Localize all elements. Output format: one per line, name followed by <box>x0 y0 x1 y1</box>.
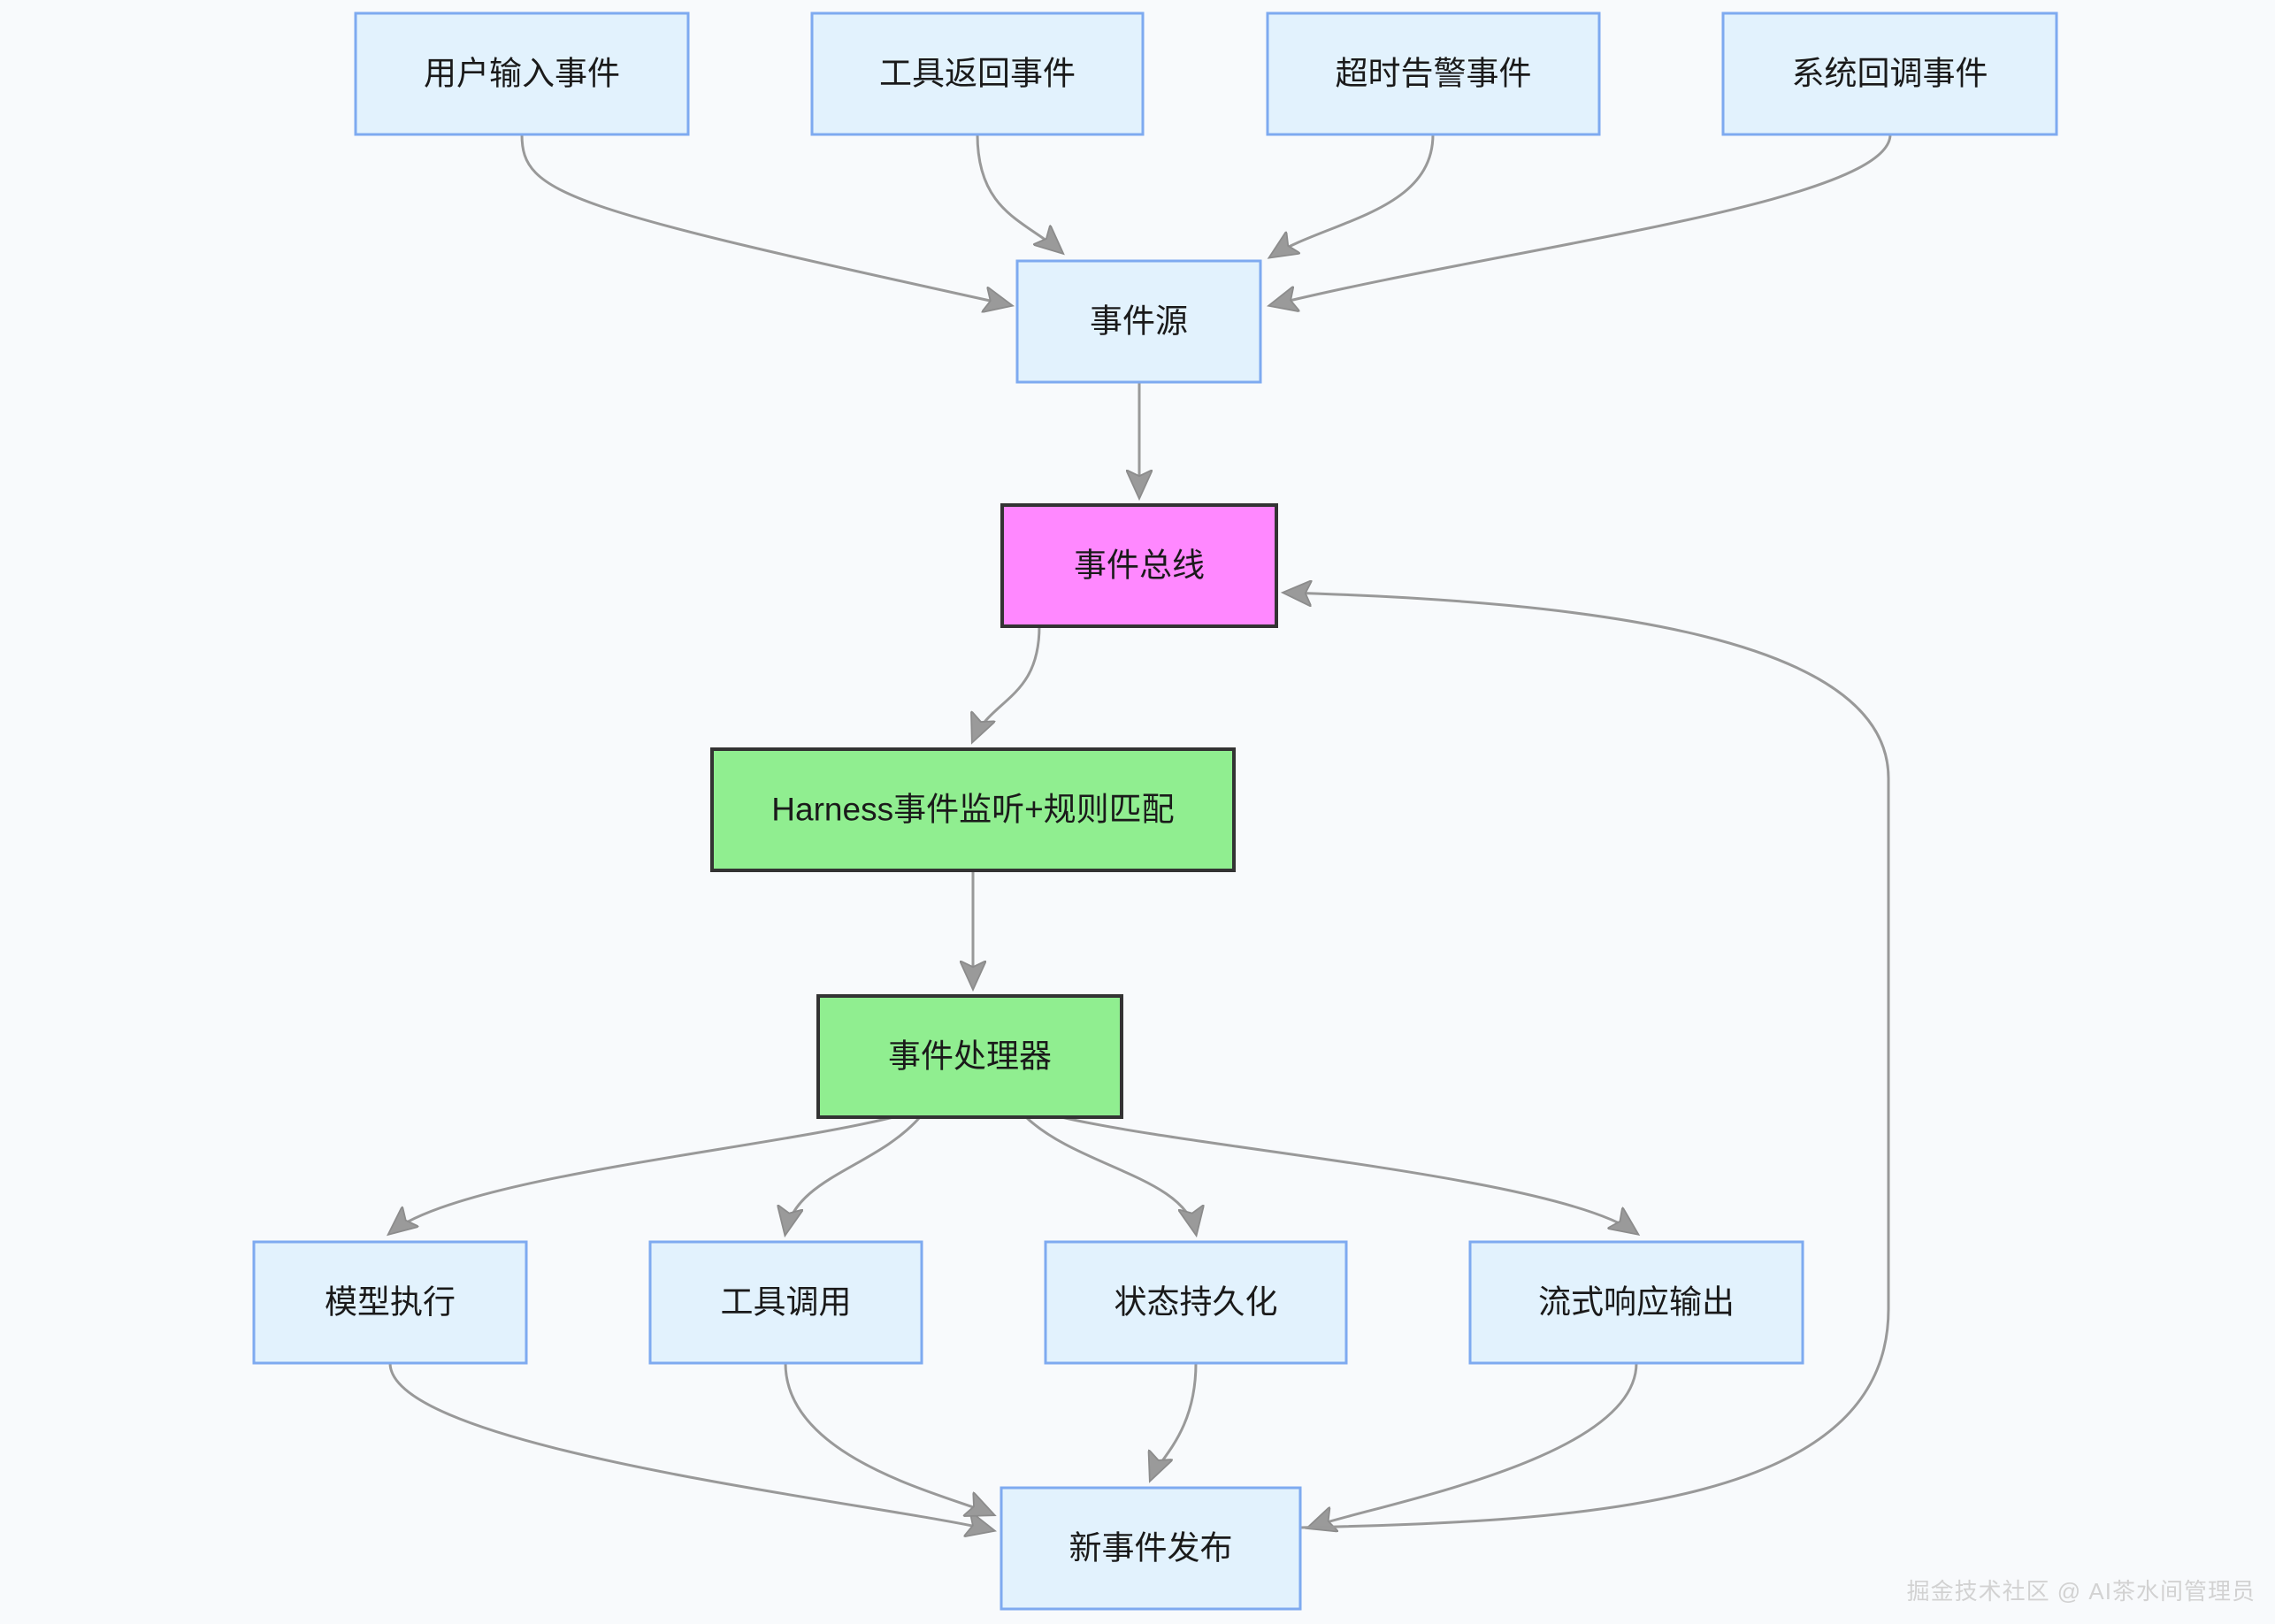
node-timeout_warn[interactable]: 超时告警事件 <box>1266 11 1601 136</box>
node-label-tool_call: 工具调用 <box>721 1283 852 1320</box>
node-event_bus[interactable]: 事件总线 <box>1000 503 1278 628</box>
edge-processor-to-stream_out <box>1061 1115 1636 1233</box>
node-state_persist[interactable]: 状态持久化 <box>1044 1240 1348 1365</box>
edge-timeout_warn-to-event_source <box>1271 134 1435 257</box>
node-label-harness: Harness事件监听+规则匹配 <box>771 791 1174 827</box>
node-box-user_input[interactable] <box>354 11 690 136</box>
edge-model_exec-to-new_event <box>388 1362 992 1530</box>
node-box-event_source[interactable] <box>1015 259 1262 384</box>
node-label-model_exec: 模型执行 <box>325 1283 456 1320</box>
edge-stream_out-to-new_event <box>1309 1362 1638 1528</box>
node-box-stream_out[interactable] <box>1468 1240 1804 1365</box>
edge-event_bus-to-harness <box>973 625 1041 740</box>
edge-processor-to-state_persist <box>1024 1115 1196 1233</box>
node-box-tool_return[interactable] <box>810 11 1145 136</box>
node-box-tool_call[interactable] <box>648 1240 923 1365</box>
node-box-processor[interactable] <box>816 994 1123 1119</box>
node-tool_call[interactable]: 工具调用 <box>648 1240 923 1365</box>
node-label-sys_callback: 系统回调事件 <box>1792 55 1988 91</box>
node-label-stream_out: 流式响应输出 <box>1538 1283 1735 1320</box>
node-model_exec[interactable]: 模型执行 <box>252 1240 528 1365</box>
node-label-timeout_warn: 超时告警事件 <box>1336 55 1532 91</box>
edges-layer <box>388 134 1892 1530</box>
node-box-harness[interactable] <box>710 747 1236 872</box>
node-box-model_exec[interactable] <box>252 1240 528 1365</box>
node-box-event_bus[interactable] <box>1000 503 1278 628</box>
node-event_source[interactable]: 事件源 <box>1015 259 1262 384</box>
node-harness[interactable]: Harness事件监听+规则匹配 <box>710 747 1236 872</box>
edge-state_persist-to-new_event <box>1151 1362 1198 1479</box>
node-processor[interactable]: 事件处理器 <box>816 994 1123 1119</box>
node-box-timeout_warn[interactable] <box>1266 11 1601 136</box>
edge-tool_return-to-event_source <box>976 134 1061 252</box>
node-label-event_source: 事件源 <box>1090 303 1188 339</box>
node-label-new_event: 新事件发布 <box>1069 1529 1233 1566</box>
edge-sys_callback-to-event_source <box>1271 134 1892 305</box>
edge-tool_call-to-new_event <box>784 1362 992 1514</box>
node-box-sys_callback[interactable] <box>1721 11 2058 136</box>
node-label-user_input: 用户输入事件 <box>424 55 620 91</box>
edge-user_input-to-event_source <box>520 134 1010 305</box>
node-label-state_persist: 状态持久化 <box>1115 1283 1278 1320</box>
edge-processor-to-model_exec <box>390 1115 894 1233</box>
node-new_event[interactable]: 新事件发布 <box>1000 1486 1302 1611</box>
node-sys_callback[interactable]: 系统回调事件 <box>1721 11 2058 136</box>
node-user_input[interactable]: 用户输入事件 <box>354 11 690 136</box>
node-label-event_bus: 事件总线 <box>1074 547 1205 583</box>
node-label-tool_return: 工具返回事件 <box>879 55 1076 91</box>
edge-processor-to-tool_call <box>785 1116 922 1233</box>
node-label-processor: 事件处理器 <box>888 1038 1052 1074</box>
node-stream_out[interactable]: 流式响应输出 <box>1468 1240 1804 1365</box>
node-box-new_event[interactable] <box>1000 1486 1302 1611</box>
node-box-state_persist[interactable] <box>1044 1240 1348 1365</box>
edge-new_event-to-event_bus <box>1285 593 1890 1529</box>
node-tool_return[interactable]: 工具返回事件 <box>810 11 1145 136</box>
watermark: 掘金技术社区 @ AI茶水间管理员 <box>1906 1578 2256 1605</box>
